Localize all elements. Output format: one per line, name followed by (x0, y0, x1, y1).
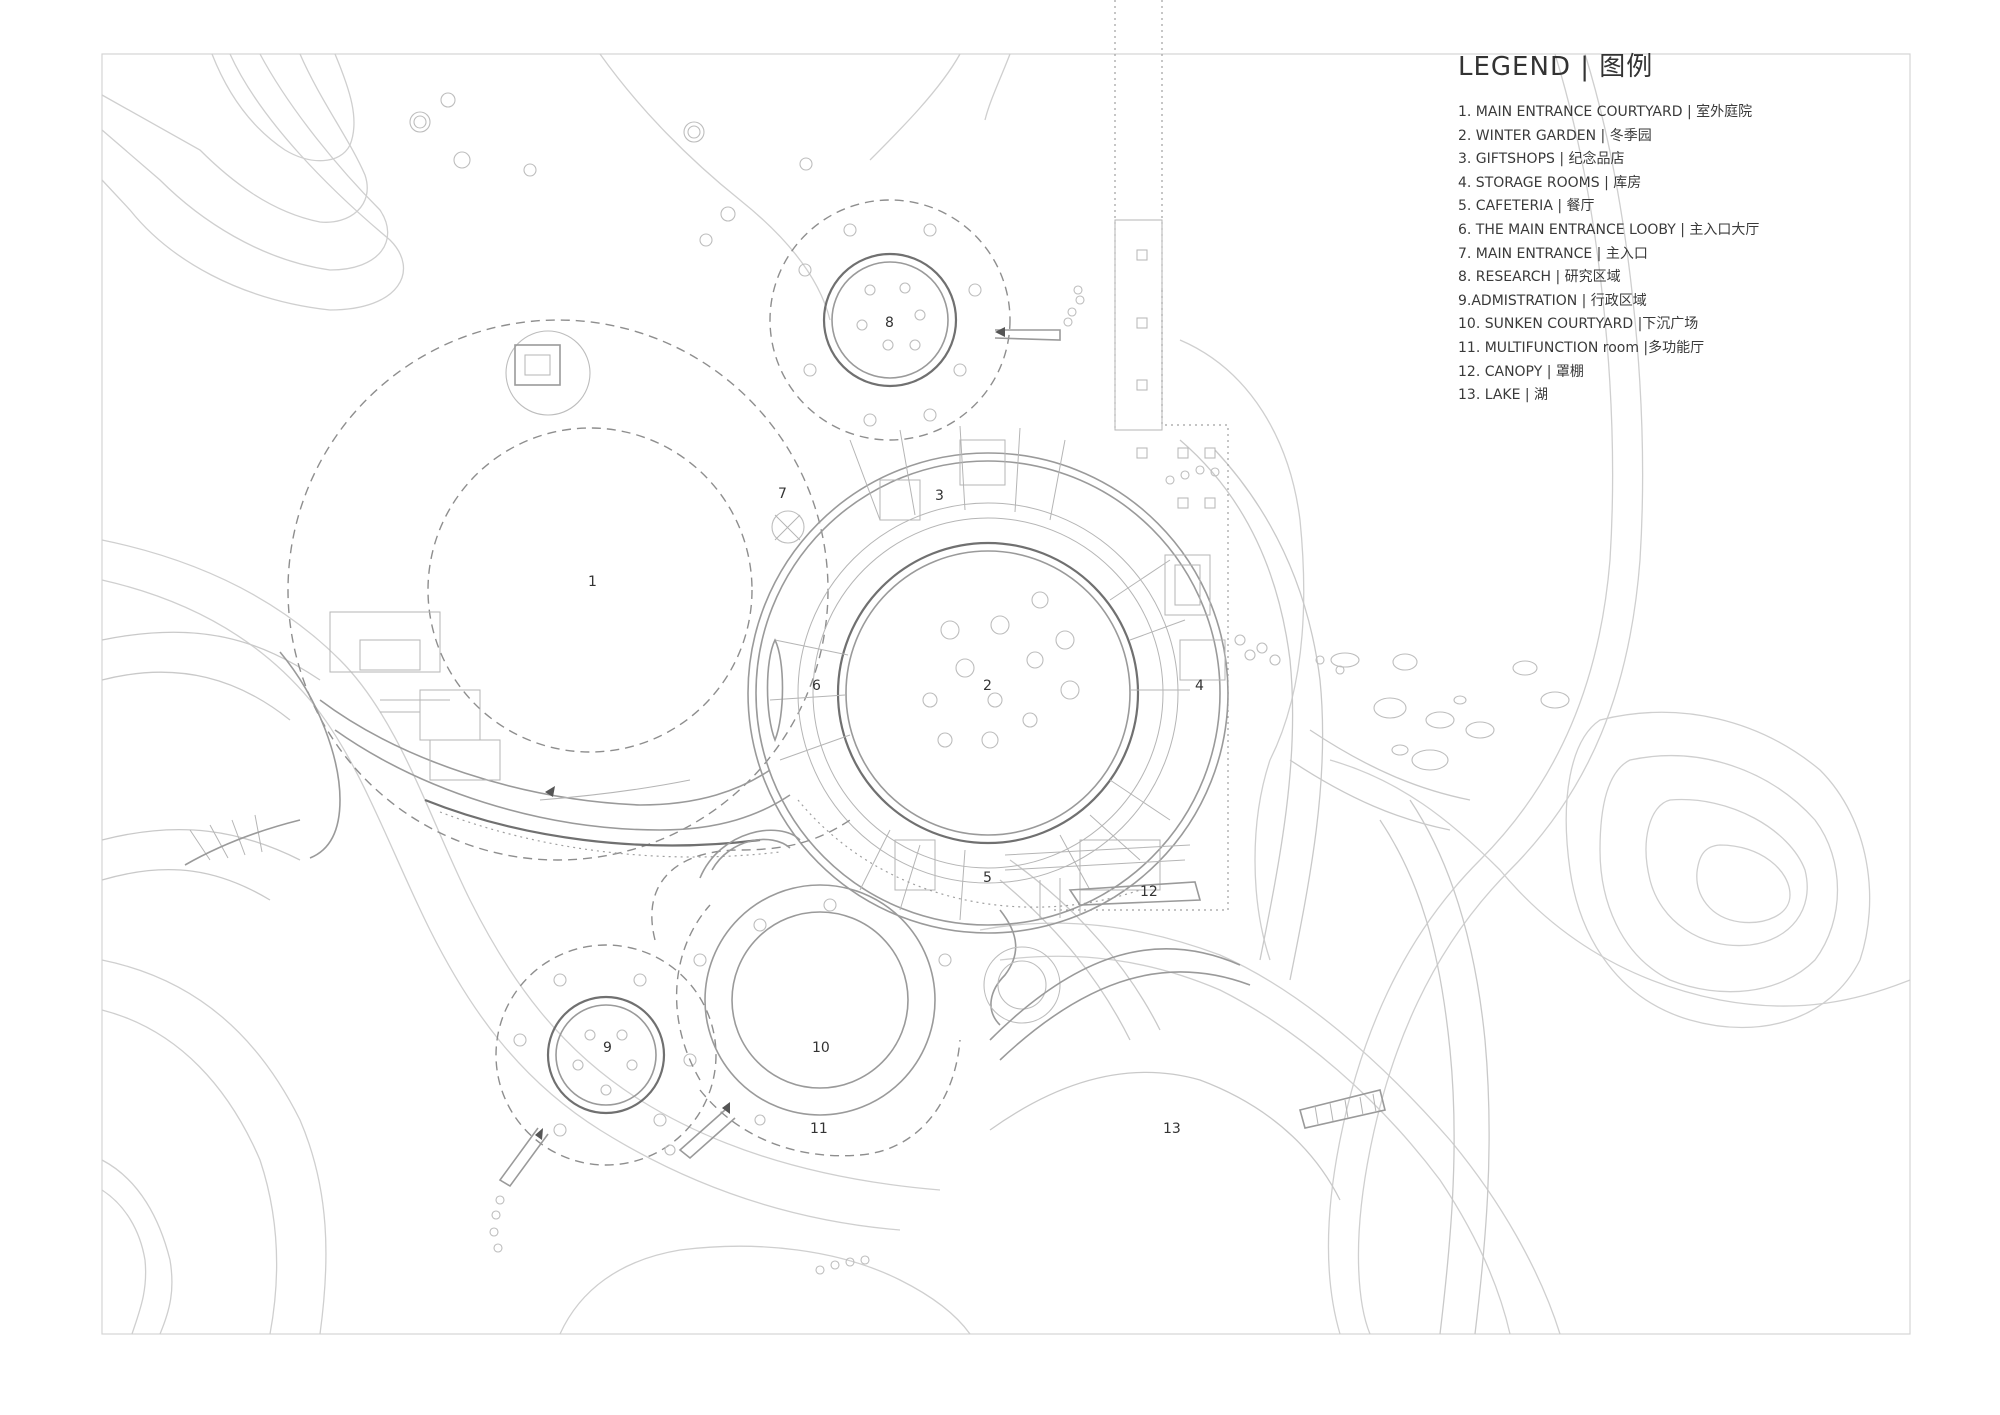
legend-item: 1. MAIN ENTRANCE COURTYARD | 室外庭院 (1458, 104, 1753, 120)
legend-item: 4. STORAGE ROOMS | 库房 (1458, 174, 1642, 191)
legend-item: 13. LAKE | 湖 (1458, 387, 1549, 404)
topography-lines (101, 53, 1911, 1335)
label-12: 12 (1140, 884, 1158, 900)
label-10: 10 (812, 1040, 830, 1056)
legend-item: 9.ADMISTRATION | 行政区域 (1458, 292, 1647, 309)
legend-item: 8. RESEARCH | 研究区域 (1458, 269, 1621, 286)
sunken-courtyard (675, 884, 961, 1160)
legend-item: 3. GIFTSHOPS | 纪念品店 (1458, 151, 1625, 168)
lake-pier (1299, 1089, 1386, 1129)
legend-item: 5. CAFETERIA | 餐厅 (1458, 198, 1595, 215)
scattered-trees (409, 92, 1345, 1275)
legend: LEGEND | 图例 1. MAIN ENTRANCE COURTYARD |… (1458, 46, 1978, 408)
observation-tower (505, 330, 591, 416)
entrance-tree-7 (771, 510, 805, 544)
label-3: 3 (935, 488, 944, 504)
legend-item: 2. WINTER GARDEN | 冬季园 (1458, 127, 1652, 144)
administration-building (495, 944, 717, 1188)
label-11: 11 (810, 1121, 828, 1137)
site-paths (101, 439, 1490, 1335)
label-13: 13 (1163, 1121, 1181, 1137)
label-5: 5 (983, 870, 992, 886)
winter-garden-building (747, 425, 1229, 934)
main-entrance-courtyard (184, 319, 829, 866)
label-7: 7 (778, 486, 787, 502)
legend-item: 11. MULTIFUNCTION room |多功能厅 (1458, 339, 1705, 356)
canopy-path (651, 819, 1251, 1061)
research-building (769, 199, 1061, 441)
drawing-frame (101, 53, 1911, 1335)
legend-item: 7. MAIN ENTRANCE | 主入口 (1458, 245, 1648, 262)
east-pond-islands (1330, 652, 1570, 771)
north-boardwalk (1050, 0, 1229, 911)
label-9: 9 (603, 1040, 612, 1056)
label-2: 2 (983, 678, 992, 694)
legend-list: 1. MAIN ENTRANCE COURTYARD | 室外庭院 2. WIN… (1458, 101, 1978, 408)
legend-title: LEGEND | 图例 (1458, 52, 1654, 82)
label-8: 8 (885, 315, 894, 331)
legend-item: 10. SUNKEN COURTYARD |下沉广场 (1458, 316, 1699, 333)
label-4: 4 (1195, 678, 1204, 694)
legend-item: 12. CANOPY | 罩棚 (1458, 363, 1584, 380)
legend-item: 6. THE MAIN ENTRANCE LOOBY | 主入口大厅 (1458, 221, 1760, 238)
entrance-arrows (535, 327, 1005, 1140)
label-1: 1 (588, 574, 597, 590)
entrance-tree-mark (774, 514, 801, 541)
label-6: 6 (812, 678, 821, 694)
